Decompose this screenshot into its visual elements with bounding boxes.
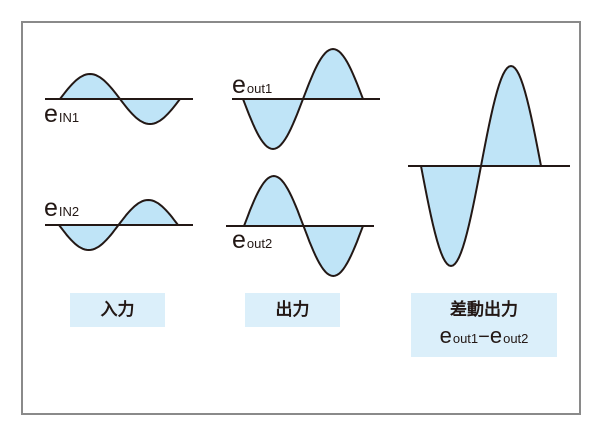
caption-input: 入力 <box>70 293 165 327</box>
label-subscript: out2 <box>246 236 273 251</box>
label-subscript: out1 <box>246 81 273 96</box>
label-subscript: IN1 <box>58 110 80 125</box>
formula-sub1: out1 <box>452 331 479 346</box>
label-eout1: eout1 <box>232 73 272 98</box>
caption-output-text: 出力 <box>275 300 310 320</box>
formula-e2: e <box>489 323 503 348</box>
label-e: e <box>44 100 58 128</box>
caption-input-text: 入力 <box>100 300 135 320</box>
label-ein1: eIN1 <box>44 102 79 127</box>
caption-diff-text: 差動出力 <box>450 300 518 320</box>
formula-minus: − <box>478 326 490 348</box>
label-e: e <box>232 71 246 99</box>
label-e: e <box>44 194 58 222</box>
label-eout2: eout2 <box>232 228 272 253</box>
label-subscript: IN2 <box>58 204 80 219</box>
caption-diff-formula: eout1−eout2 <box>411 323 557 348</box>
caption-output: 出力 <box>245 293 340 327</box>
caption-differential-output: 差動出力 eout1−eout2 <box>411 293 557 357</box>
formula-sub2: out2 <box>503 331 529 346</box>
label-e: e <box>232 226 246 254</box>
diagram-frame <box>21 21 581 415</box>
label-ein2: eIN2 <box>44 196 79 221</box>
formula-e1: e <box>439 323 452 348</box>
